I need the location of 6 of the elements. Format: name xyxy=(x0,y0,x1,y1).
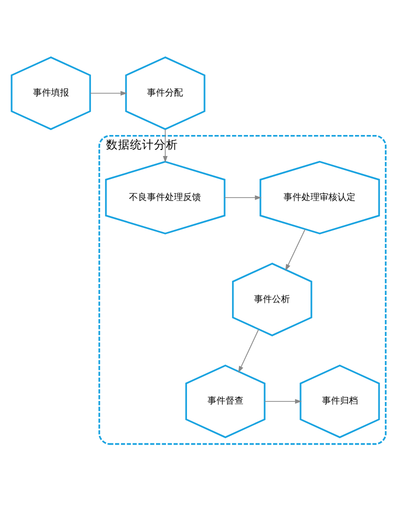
arrow xyxy=(238,328,260,372)
arrow xyxy=(264,398,302,404)
arrow xyxy=(224,194,262,200)
arrow xyxy=(90,90,128,96)
arrow xyxy=(285,228,306,270)
arrow xyxy=(162,128,168,162)
